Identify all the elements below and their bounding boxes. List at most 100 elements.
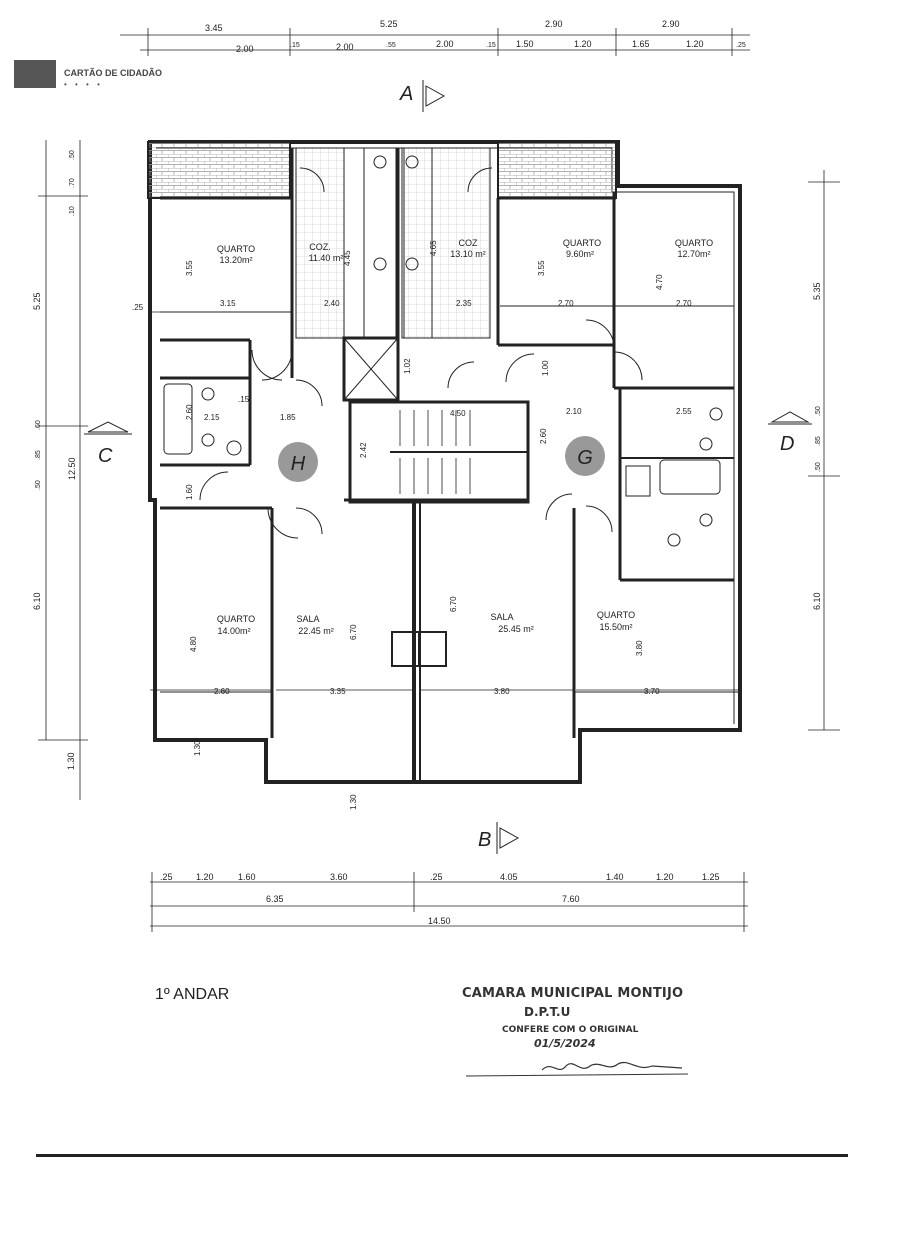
dim-int-29: 1.60 xyxy=(185,484,194,500)
dim-int-8: 3.80 xyxy=(494,687,510,696)
logo-mark-icon xyxy=(14,60,56,88)
room-sala-right-area: 25.45 m² xyxy=(498,624,534,634)
room-sala-left-area: 22.45 m² xyxy=(298,626,334,636)
signature-icon xyxy=(465,1062,689,1077)
dim-top2-1: 2.00 xyxy=(236,44,254,54)
dim-right-s3: .50 xyxy=(815,462,822,472)
section-c-label: C xyxy=(98,445,113,467)
dim-bot-5: .25 xyxy=(430,872,443,882)
apartment-g-label: G xyxy=(577,447,593,469)
dim-bot-2: 1.20 xyxy=(196,872,214,882)
dim-top2-4: .55 xyxy=(386,42,396,49)
right-dimension-lines xyxy=(808,170,840,731)
section-d-label: D xyxy=(780,433,794,455)
dim-int-19: 2.55 xyxy=(676,407,692,416)
logo-dots: • • • • xyxy=(64,80,103,89)
apartment-h-label: H xyxy=(291,453,306,475)
room-sala-right-name: SALA xyxy=(490,612,513,622)
room-quarto-se-name: QUARTO xyxy=(597,610,635,620)
dim-int-18: 2.10 xyxy=(566,407,582,416)
dim-top2-11: .25 xyxy=(736,42,746,49)
dim-right-2: 6.10 xyxy=(812,592,822,610)
room-quarto-sw-area: 14.00m² xyxy=(217,626,250,636)
dim-int-28: 2.60 xyxy=(539,428,548,444)
dim-int-32: 1.30 xyxy=(193,740,202,756)
dim-int-11: 4.45 xyxy=(343,250,352,266)
logo-text: CARTÃO DE CIDADÃO xyxy=(64,68,162,78)
dim-int-7: 3.35 xyxy=(330,687,346,696)
dim-bot-6: 4.05 xyxy=(500,872,518,882)
dim-left-s4: .60 xyxy=(35,420,42,430)
right-dimension-labels: 5.35 6.10 .50 .85 .50 xyxy=(812,282,822,610)
dim-right-s1: .50 xyxy=(815,406,822,416)
dim-int-24: 2.60 xyxy=(185,404,194,420)
dim-right-s2: .85 xyxy=(815,436,822,446)
dim-int-1: 3.15 xyxy=(220,299,236,308)
left-dimension-labels: 5.25 12.50 6.10 1.30 .50 .70 .10 .60 .85… xyxy=(32,150,77,770)
dim-top-3: 2.90 xyxy=(545,19,563,29)
dim-bot-7: 1.40 xyxy=(606,872,624,882)
dim-top-4: 2.90 xyxy=(662,19,680,29)
dim-top-1: 3.45 xyxy=(205,23,223,33)
room-coz-left-name: COZ. xyxy=(309,242,331,252)
dim-left-s1: .50 xyxy=(69,150,76,160)
room-quarto-sw-name: QUARTO xyxy=(217,614,255,624)
room-quarto-ne1-area: 9.60m² xyxy=(566,249,594,259)
stamp-line-1: CAMARA MUNICIPAL MONTIJO xyxy=(462,986,684,1001)
dim-int-3: 2.35 xyxy=(456,299,472,308)
dim-int-23: 3.80 xyxy=(635,640,644,656)
dim-left-3: 6.10 xyxy=(32,592,42,610)
dim-bot-1: .25 xyxy=(160,872,173,882)
dim-bot-3: 1.60 xyxy=(238,872,256,882)
dim-top2-3: 2.00 xyxy=(336,42,354,52)
floor-label: 1º ANDAR xyxy=(155,986,230,1003)
room-coz-right-name: COZ xyxy=(459,238,479,248)
dim-int-4: 2.70 xyxy=(558,299,574,308)
room-quarto-nw-area: 13.20m² xyxy=(219,255,252,265)
dim-top2-8: 1.20 xyxy=(574,39,592,49)
dim-int-5: 2.70 xyxy=(676,299,692,308)
dim-left-s6: .50 xyxy=(35,480,42,490)
room-coz-right-area: 13.10 m² xyxy=(450,249,486,259)
dim-int-9: 3.70 xyxy=(644,687,660,696)
dim-top2-10: 1.20 xyxy=(686,39,704,49)
dim-top2-5: 2.00 xyxy=(436,39,454,49)
municipal-stamp: CAMARA MUNICIPAL MONTIJO D.P.T.U CONFERE… xyxy=(462,986,692,1077)
room-quarto-ne1-name: QUARTO xyxy=(563,238,601,248)
stamp-line-2: D.P.T.U xyxy=(524,1005,571,1019)
stamp-date: 01/5/2024 xyxy=(534,1037,596,1050)
room-coz-left-area: 11.40 m² xyxy=(309,253,344,263)
dim-int-22: 6.70 xyxy=(449,596,458,612)
section-a-label: A xyxy=(399,83,413,105)
dim-bot2-2: 7.60 xyxy=(562,894,580,904)
dim-left-2: 12.50 xyxy=(67,457,77,480)
top-dimension-lines xyxy=(120,28,750,56)
dim-left-4: 1.30 xyxy=(66,752,76,770)
dim-int-16: 1.85 xyxy=(280,413,296,422)
bottom-dimension-lines xyxy=(150,872,748,932)
room-sala-left-name: SALA xyxy=(296,614,319,624)
dim-int-17: 4.50 xyxy=(450,409,466,418)
room-quarto-se-area: 15.50m² xyxy=(599,622,632,632)
room-labels: QUARTO 13.20m² COZ. 11.40 m² COZ 13.10 m… xyxy=(217,238,713,636)
dim-int-15: 2.15 xyxy=(204,413,220,422)
dim-bot-9: 1.25 xyxy=(702,872,720,882)
dim-top2-7: 1.50 xyxy=(516,39,534,49)
page-bottom-rule xyxy=(36,1154,848,1157)
left-dimension-lines xyxy=(38,140,88,800)
dim-bot-4: 3.60 xyxy=(330,872,348,882)
dim-top2-6: .15 xyxy=(486,42,496,49)
logo: CARTÃO DE CIDADÃO • • • • xyxy=(14,60,184,92)
dim-int-30: .15 xyxy=(238,395,250,404)
dim-int-21: 6.70 xyxy=(349,624,358,640)
dim-int-31: .25 xyxy=(132,303,144,312)
stamp-line-3: CONFERE COM O ORIGINAL xyxy=(502,1025,639,1035)
top-dimension-labels: 3.45 5.25 2.90 2.90 2.00 .15 2.00 .55 2.… xyxy=(205,19,746,54)
section-b-label: B xyxy=(478,829,491,851)
dim-int-2: 2.40 xyxy=(324,299,340,308)
dim-left-1: 5.25 xyxy=(32,292,42,310)
bottom-dimension-labels: .25 1.20 1.60 3.60 .25 4.05 1.40 1.20 1.… xyxy=(160,872,720,926)
dim-bot-8: 1.20 xyxy=(656,872,674,882)
dim-int-26: 1.02 xyxy=(403,358,412,374)
